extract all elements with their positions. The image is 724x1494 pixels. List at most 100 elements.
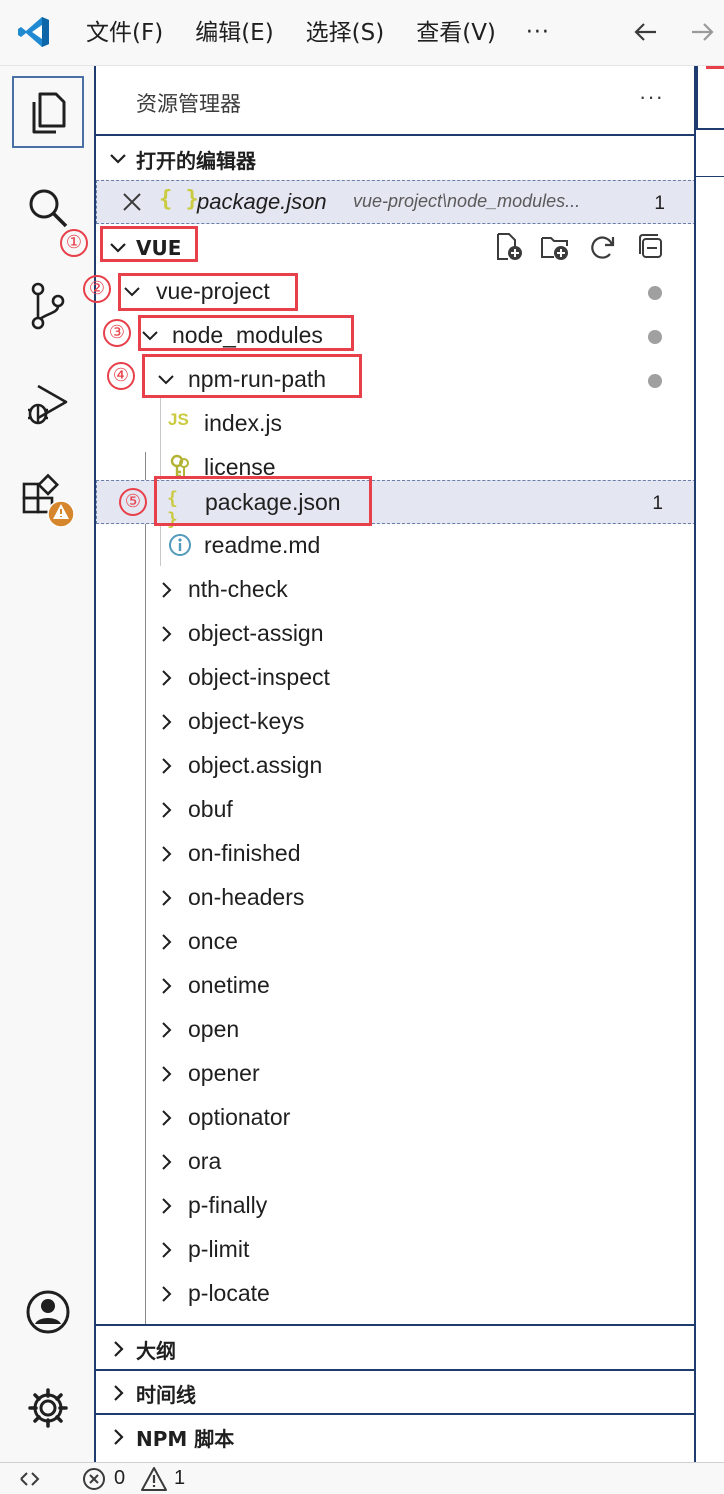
folder-once[interactable]: once [96, 920, 694, 964]
accounts-activity-button[interactable] [12, 1276, 84, 1348]
chevron-right-icon [162, 802, 172, 818]
source-control-icon [31, 282, 65, 330]
folder-object-keys[interactable]: object-keys [96, 700, 694, 744]
error-count[interactable]: 0 [114, 1467, 126, 1489]
chevron-down-icon [158, 375, 174, 385]
folder-ora[interactable]: ora [96, 1140, 694, 1184]
file-package-json[interactable]: { } package.json 1 [96, 480, 694, 530]
file-license[interactable]: license [96, 446, 694, 490]
explorer-activity-button[interactable] [12, 76, 84, 148]
chevron-down-icon [110, 154, 126, 164]
menu-edit[interactable]: 编辑(E) [195, 20, 274, 46]
folder-node-modules[interactable]: node_modules [96, 314, 694, 358]
modified-dot [648, 374, 662, 388]
menu-file[interactable]: 文件(F) [86, 20, 164, 46]
new-folder-icon[interactable] [540, 232, 570, 262]
npm-scripts-label: NPM 脚本 [136, 1426, 235, 1451]
divider [96, 1369, 694, 1371]
forward-arrow-icon[interactable] [684, 14, 720, 50]
indent-guide [145, 452, 146, 1324]
annotation-number-1: ① [60, 229, 88, 257]
folder-object-assign[interactable]: object-assign [96, 612, 694, 656]
folder-p-locate[interactable]: p-locate [96, 1272, 694, 1316]
menu-view[interactable]: 查看(V) [416, 20, 496, 46]
folder-on-finished[interactable]: on-finished [96, 832, 694, 876]
chevron-down-icon [110, 243, 126, 253]
annotation-box-2 [118, 273, 298, 311]
editor-tab-bar [696, 66, 724, 130]
chevron-right-icon [114, 1385, 124, 1401]
open-editor-item[interactable]: { } package.json vue-project\node_module… [96, 180, 694, 224]
open-editor-file-path: vue-project\node_modules... [353, 191, 581, 211]
chevron-right-icon [162, 1154, 172, 1170]
close-icon[interactable] [121, 191, 143, 213]
manage-activity-button[interactable] [12, 1372, 84, 1444]
folder-label: p-locate [188, 1280, 270, 1306]
folder-object-inspect[interactable]: object-inspect [96, 656, 694, 700]
search-activity-button[interactable] [12, 172, 84, 244]
folder-vue-project[interactable]: vue-project [96, 270, 694, 314]
folder-label: node_modules [172, 322, 323, 348]
npm-scripts-section-header[interactable]: NPM 脚本 [96, 1415, 694, 1459]
folder-p-finally[interactable]: p-finally [96, 1184, 694, 1228]
folder-onetime[interactable]: onetime [96, 964, 694, 1008]
open-editors-section-header[interactable]: 打开的编辑器 [96, 137, 694, 181]
gear-icon [28, 1388, 68, 1428]
menu-selection[interactable]: 选择(S) [305, 20, 385, 46]
folder-optionator[interactable]: optionator [96, 1096, 694, 1140]
collapse-all-icon[interactable] [636, 232, 666, 262]
annotation-number-5: ⑤ [119, 488, 147, 516]
chevron-right-icon [162, 1022, 172, 1038]
folder-obuf[interactable]: obuf [96, 788, 694, 832]
folder-label: obuf [188, 796, 233, 822]
file-label: package.json [205, 489, 341, 515]
workspace-section-header[interactable]: VUE [96, 226, 694, 270]
open-editors-label: 打开的编辑器 [136, 148, 256, 173]
folder-open[interactable]: open [96, 1008, 694, 1052]
extensions-activity-button[interactable] [12, 464, 84, 536]
chevron-right-icon [162, 934, 172, 950]
run-debug-activity-button[interactable] [12, 368, 84, 440]
menu-more-button[interactable]: ··· [525, 20, 550, 45]
annotation-number-3: ③ [103, 319, 131, 347]
timeline-section-header[interactable]: 时间线 [96, 1371, 694, 1415]
remote-icon[interactable] [18, 1467, 44, 1491]
folder-label: ora [188, 1148, 222, 1174]
refresh-icon[interactable] [588, 232, 618, 262]
file-index-js[interactable]: JS index.js [96, 402, 694, 446]
chevron-right-icon [114, 1341, 124, 1357]
folder-label: nth-check [188, 576, 288, 602]
json-icon: { } [167, 488, 178, 530]
folder-label: p-limit [188, 1236, 250, 1262]
back-arrow-icon[interactable] [628, 14, 664, 50]
warning-icon[interactable] [140, 1466, 168, 1492]
folder-nth-check[interactable]: nth-check [96, 568, 694, 612]
folder-label: object-inspect [188, 664, 330, 690]
new-file-icon[interactable] [494, 232, 524, 262]
folder-opener[interactable]: opener [96, 1052, 694, 1096]
sidebar-header: 资源管理器 ··· [96, 66, 694, 136]
json-icon: { } [159, 187, 199, 212]
explorer-sidebar: 资源管理器 ··· 打开的编辑器 { } package.json vue-pr… [96, 66, 696, 1462]
sidebar-title: 资源管理器 [136, 92, 241, 116]
sidebar-more-button[interactable]: ··· [639, 84, 664, 109]
error-icon[interactable] [82, 1467, 106, 1491]
warning-count[interactable]: 1 [174, 1467, 186, 1489]
folder-on-headers[interactable]: on-headers [96, 876, 694, 920]
annotation-number-2: ② [83, 275, 111, 303]
outline-section-header[interactable]: 大纲 [96, 1327, 694, 1371]
folder-npm-run-path[interactable]: npm-run-path [96, 358, 694, 402]
activity-bar [0, 66, 96, 1462]
active-tab-indicator [706, 66, 724, 69]
folder-p-limit[interactable]: p-limit [96, 1228, 694, 1272]
breadcrumb-divider [696, 176, 724, 177]
account-icon [26, 1290, 70, 1334]
modified-dot [648, 330, 662, 344]
folder-label: on-headers [188, 884, 305, 910]
folder-object-assign[interactable]: object.assign [96, 744, 694, 788]
chevron-down-icon [124, 287, 140, 297]
source-control-activity-button[interactable] [12, 270, 84, 342]
annotation-number-4: ④ [107, 362, 135, 390]
run-debug-icon [28, 384, 68, 425]
file-readme-md[interactable]: readme.md [96, 524, 694, 568]
